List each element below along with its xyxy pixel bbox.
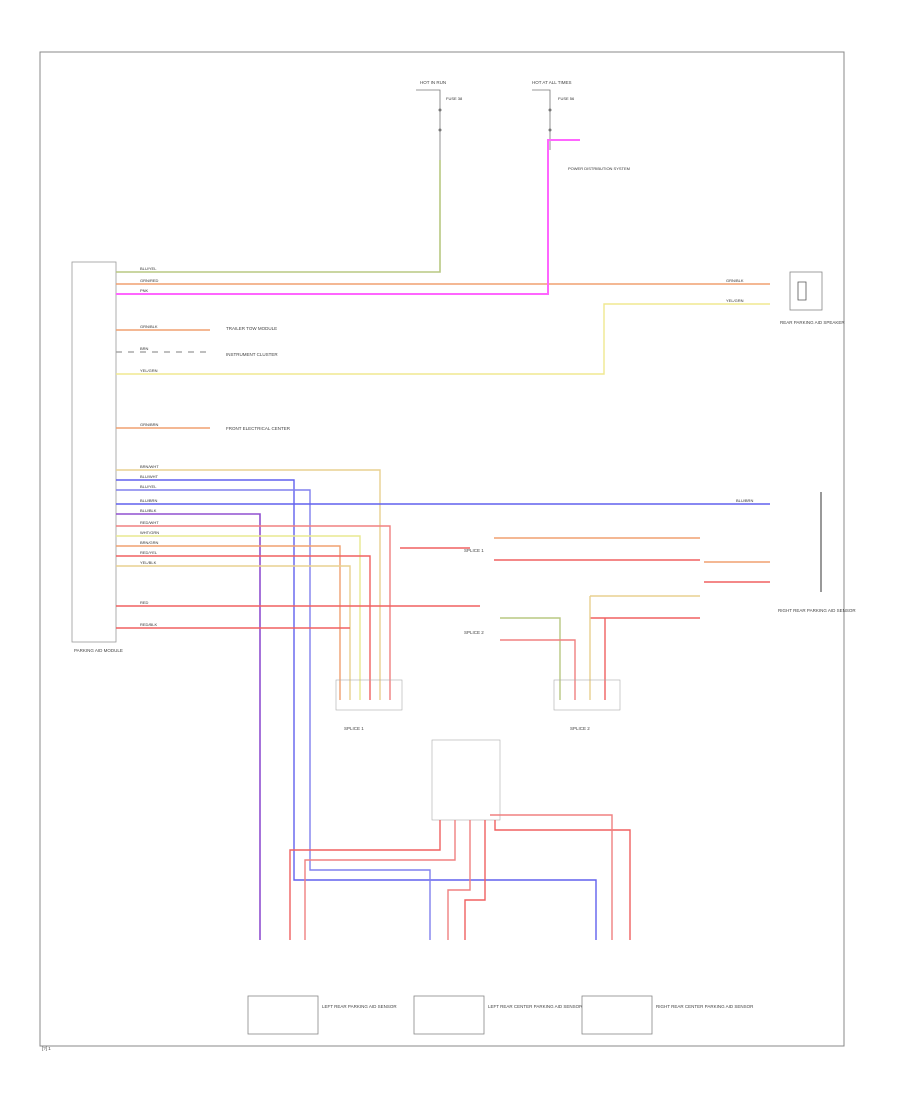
sensor-wire-label-12: RED/BLK <box>140 622 157 627</box>
svg-text:YEL/GRN: YEL/GRN <box>726 298 744 303</box>
sensor-wire-label-8: BRN/GRN <box>140 540 159 545</box>
right-rear-center-sensor: RIGHT REAR CENTER PARKING AID SENSOR <box>581 995 754 1035</box>
sensor-wire-label-3: BLU/YEL <box>140 484 157 489</box>
svg-text:POWER DISTRIBUTION SYSTEM: POWER DISTRIBUTION SYSTEM <box>568 166 630 171</box>
instrument-cluster-label: INSTRUMENT CLUSTER <box>226 352 278 357</box>
splice1-label: SPLICE 1 <box>464 548 484 553</box>
svg-text:BLU/BRN: BLU/BRN <box>736 498 753 503</box>
sensor-wire-label-6: RED/WHT <box>140 520 159 525</box>
wire-label-3: PNK <box>140 288 149 293</box>
svg-text:HOT AT ALL TIMES: HOT AT ALL TIMES <box>532 80 572 85</box>
sensor-wire-label-11: RED <box>140 600 149 605</box>
svg-text:HOT IN RUN: HOT IN RUN <box>420 80 446 85</box>
top-wires: BLU/YEL GRN/RED PNK GRN/BLK BRN YEL/GRN … <box>116 139 770 431</box>
sensor-wire-label-10: YEL/BLK <box>140 560 157 565</box>
connector-stack-1: SPLICE 1 <box>335 679 403 731</box>
sensor-wire-label-1: BRN/WHT <box>140 464 159 469</box>
sensor-wire-label-5: BLU/BLK <box>140 508 157 513</box>
left-rear-sensor: LEFT REAR PARKING AID SENSOR <box>247 995 397 1035</box>
wire-label-4: GRN/BLK <box>140 324 158 329</box>
trailer-tow-label: TRAILER TOW MODULE <box>226 326 277 331</box>
diagram-frame <box>39 51 845 1047</box>
rear-speaker: REAR PARKING AID SPEAKER <box>780 271 845 325</box>
sensor-wires: BRN/WHT BLU/WHT BLU/YEL BLU/BRN BLU/BLK … <box>116 464 770 940</box>
splice2-label: SPLICE 2 <box>464 630 484 635</box>
wire-label-1: BLU/YEL <box>140 266 157 271</box>
connector-stack-2: SPLICE 2 <box>553 679 621 731</box>
sensor-wire-label-4: BLU/BRN <box>140 498 157 503</box>
right-sensor-label: RIGHT REAR PARKING AID SENSOR <box>778 608 856 613</box>
svg-text:LEFT REAR CENTER PARKING AID S: LEFT REAR CENTER PARKING AID SENSOR <box>488 1004 583 1009</box>
svg-text:FUSE 38: FUSE 38 <box>446 96 463 101</box>
left-rear-center-sensor: LEFT REAR CENTER PARKING AID SENSOR <box>413 995 583 1035</box>
svg-text:SPLICE 2: SPLICE 2 <box>570 726 590 731</box>
svg-text:SPLICE 1: SPLICE 1 <box>344 726 364 731</box>
fuse-left: HOT IN RUN FUSE 38 <box>416 80 463 160</box>
wire-label-6: YEL/GRN <box>140 368 158 373</box>
sensor-wire-label-2: BLU/WHT <box>140 474 159 479</box>
svg-text:REAR PARKING AID SPEAKER: REAR PARKING AID SPEAKER <box>780 320 845 325</box>
splice-right-area: RIGHT REAR PARKING AID SENSOR SPLICE 1 S… <box>464 492 856 700</box>
sensor-wire-label-9: RED/YEL <box>140 550 158 555</box>
svg-text:RIGHT REAR CENTER PARKING AID: RIGHT REAR CENTER PARKING AID SENSOR <box>656 1004 754 1009</box>
svg-text:GRN/BLK: GRN/BLK <box>726 278 744 283</box>
fuse-right: HOT AT ALL TIMES FUSE 56 POWER DISTRIBUT… <box>532 80 630 171</box>
wire-label-7: GRN/BRN <box>140 422 159 427</box>
connector-stack-3 <box>289 739 631 940</box>
module-label: PARKING AID MODULE <box>74 648 123 653</box>
sensor-wire-label-7: WHT/GRN <box>140 530 159 535</box>
svg-text:LEFT REAR PARKING AID SENSOR: LEFT REAR PARKING AID SENSOR <box>322 1004 397 1009</box>
parking-aid-module: PARKING AID MODULE <box>71 261 123 653</box>
front-center-label: FRONT ELECTRICAL CENTER <box>226 426 291 431</box>
wire-label-5: BRN <box>140 346 149 351</box>
svg-text:FUSE 56: FUSE 56 <box>558 96 575 101</box>
diagram-code: [?] 1 <box>42 1046 51 1051</box>
wire-label-2: GRN/RED <box>140 278 159 283</box>
